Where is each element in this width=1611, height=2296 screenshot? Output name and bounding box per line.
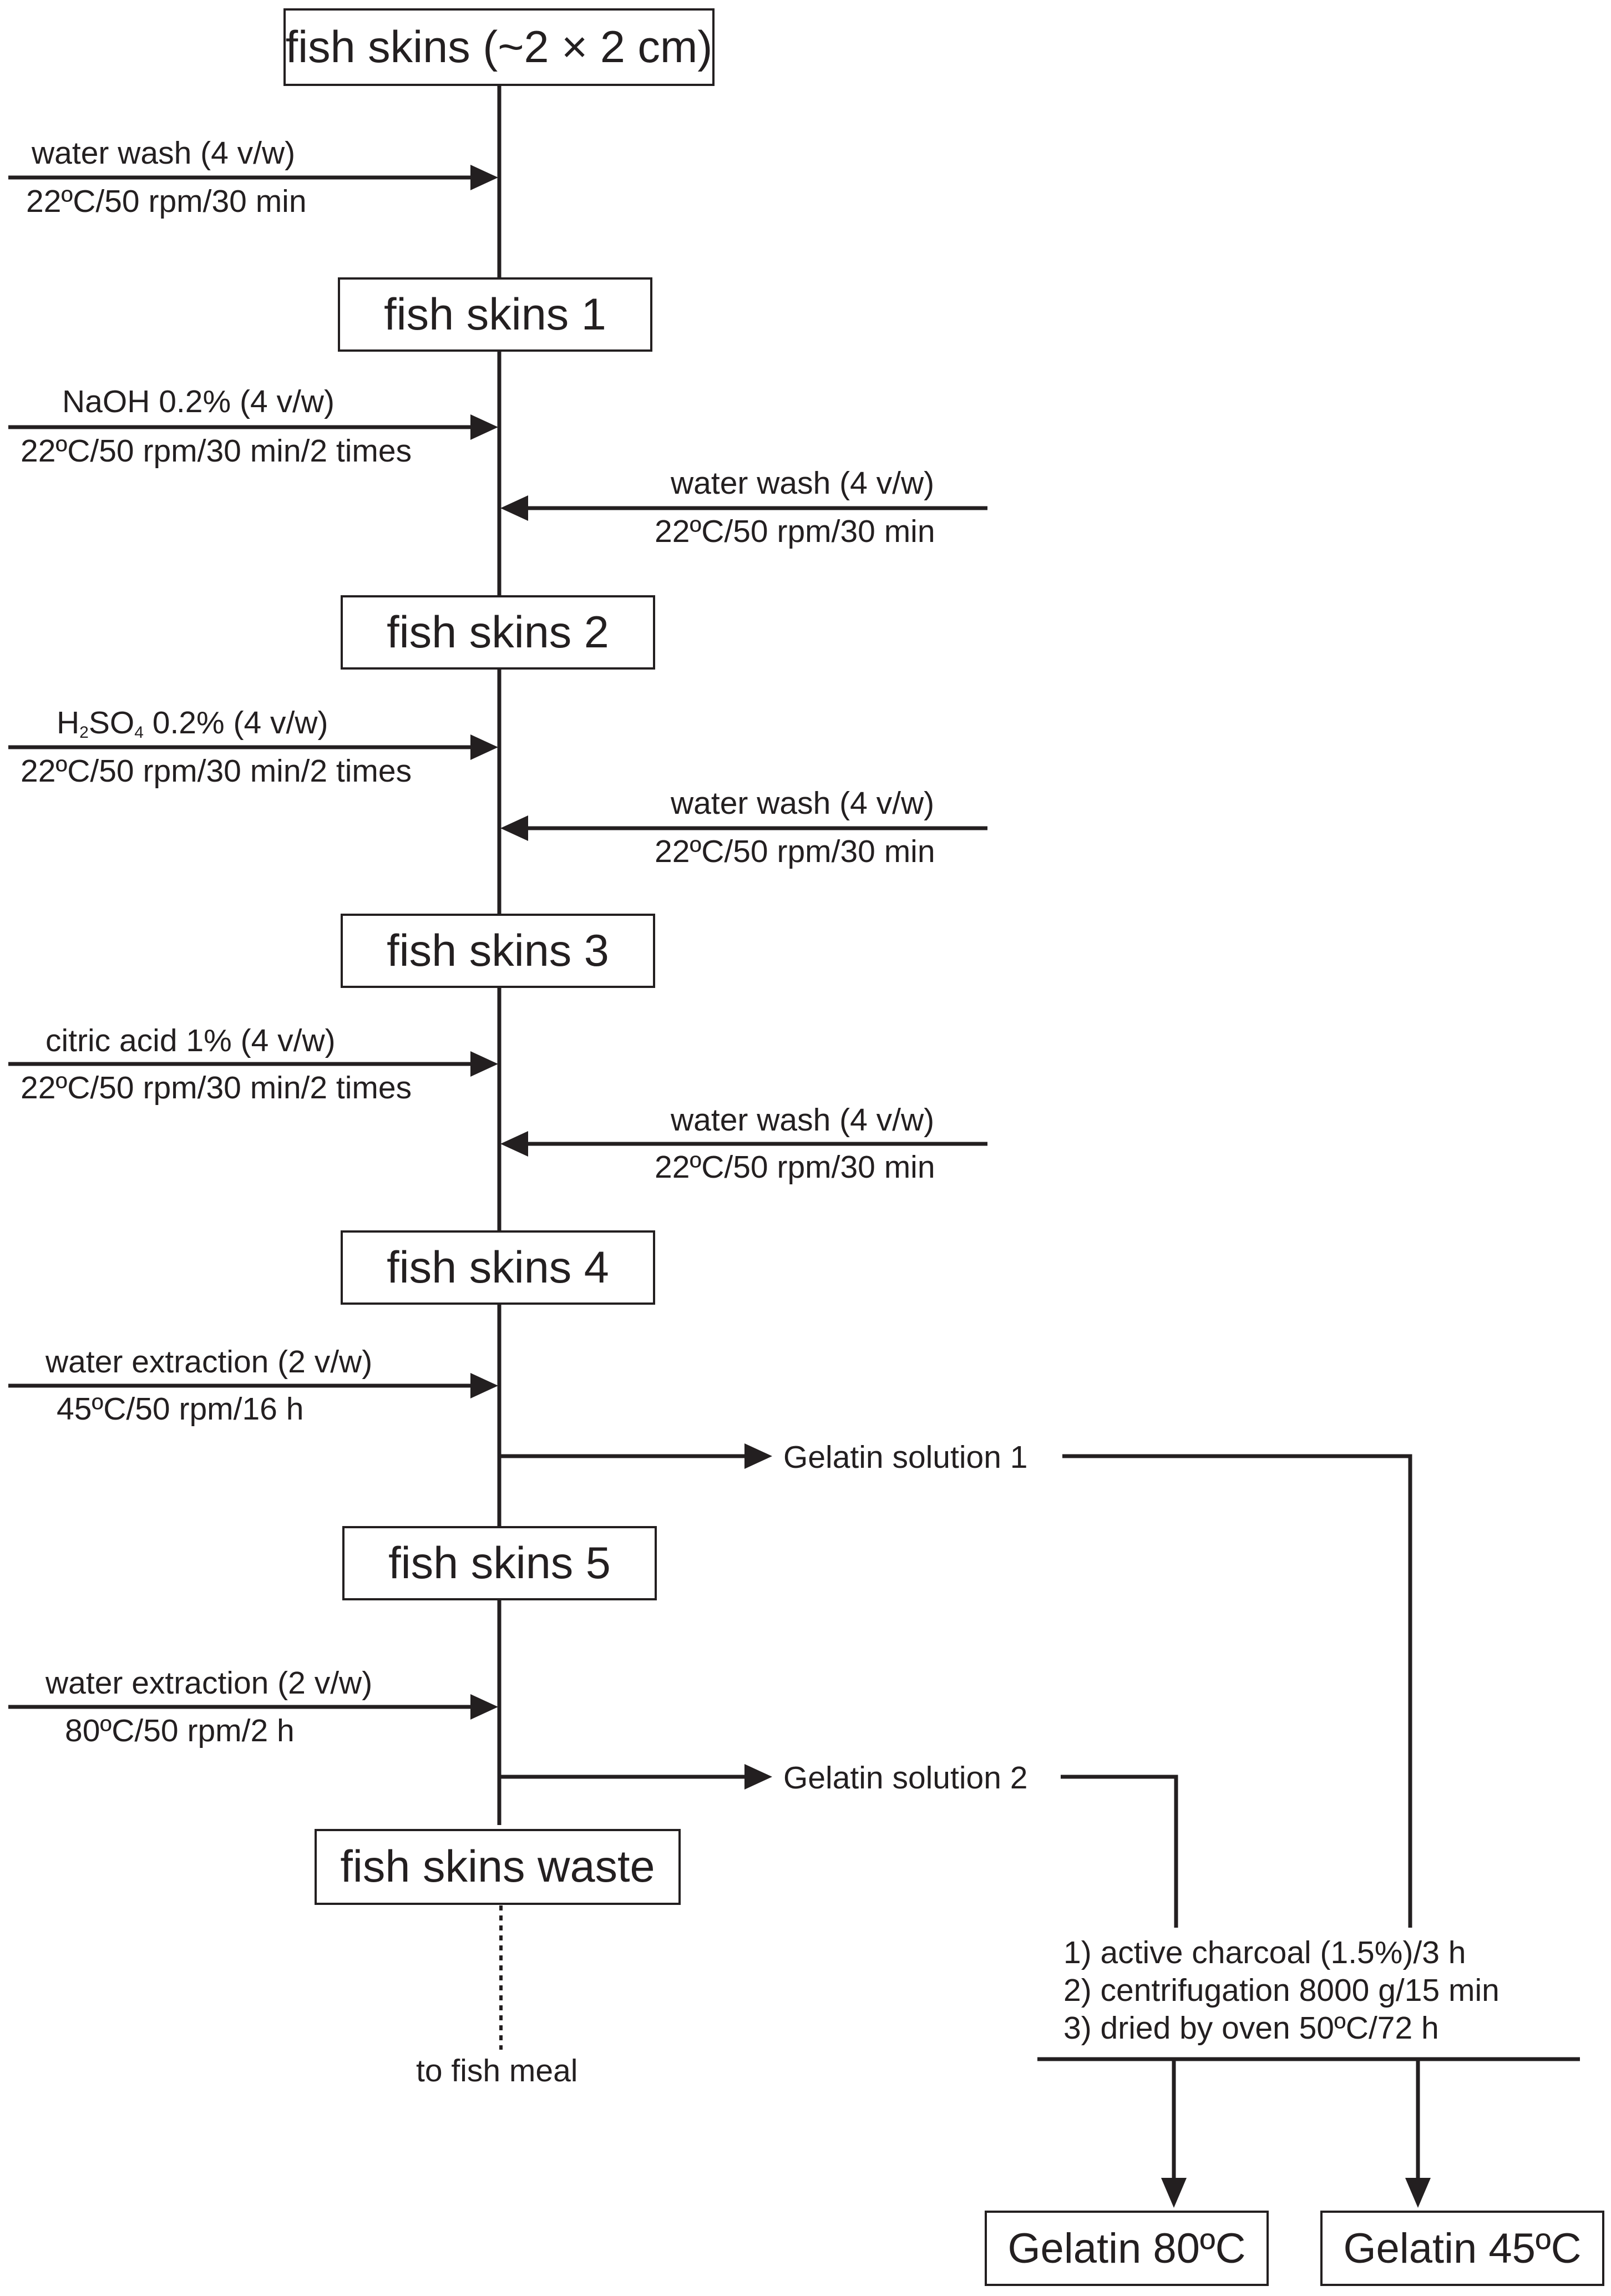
h2so4-sub-2: 2 — [79, 723, 89, 742]
label-wash1-reagent: water wash (4 v/w) — [671, 465, 935, 501]
label-wash3-conditions: 22ºC/50 rpm/30 min — [655, 1149, 935, 1185]
h2so4-suffix: 0.2% (4 v/w) — [143, 705, 328, 741]
arrow-wash3-head — [500, 1131, 528, 1157]
label-naoh-conditions: 22ºC/50 rpm/30 min/2 times — [21, 433, 412, 469]
label-extract80-conditions: 80ºC/50 rpm/2 h — [65, 1713, 295, 1748]
label-citric-conditions: 22ºC/50 rpm/30 min/2 times — [21, 1070, 412, 1106]
h2so4-sub-4: 4 — [134, 723, 144, 742]
h2so4-so: SO — [88, 705, 135, 741]
label-gelatin-solution-2: Gelatin solution 2 — [783, 1760, 1028, 1796]
arrow-sol1-head — [744, 1443, 772, 1469]
arrow-gel80-head — [1161, 2178, 1187, 2208]
label-h2so4-reagent: H2SO4 0.2% (4 v/w) — [57, 707, 328, 741]
box-gelatin-45: Gelatin 45ºC — [1320, 2211, 1604, 2286]
box-fish-skins-start: fish skins (~2 × 2 cm) — [283, 8, 715, 86]
label-wash3-reagent: water wash (4 v/w) — [671, 1102, 935, 1138]
label-gelatin-solution-1: Gelatin solution 1 — [783, 1440, 1028, 1475]
arrow-extract45-head — [470, 1373, 498, 1398]
box-fish-skins-1: fish skins 1 — [338, 277, 652, 352]
processing-steps: 1) active charcoal (1.5%)/3 h 2) centrif… — [1063, 1934, 1499, 2047]
box-fish-skins-5: fish skins 5 — [342, 1526, 657, 1600]
box-fish-skins-4: fish skins 4 — [341, 1230, 655, 1305]
box-fish-skins-2: fish skins 2 — [341, 595, 655, 670]
label-wash0-conditions: 22ºC/50 rpm/30 min — [26, 184, 307, 219]
arrow-naoh-head — [470, 414, 498, 440]
label-h2so4-conditions: 22ºC/50 rpm/30 min/2 times — [21, 753, 412, 789]
processing-step-2: 2) centrifugation 8000 g/15 min — [1063, 1973, 1499, 2008]
label-extract45-reagent: water extraction (2 v/w) — [45, 1344, 373, 1380]
arrow-extract80-head — [470, 1694, 498, 1720]
label-wash2-conditions: 22ºC/50 rpm/30 min — [655, 834, 935, 869]
label-to-fish-meal: to fish meal — [416, 2053, 578, 2089]
box-gelatin-80: Gelatin 80ºC — [985, 2211, 1269, 2286]
connector-sol1 — [1062, 1454, 1412, 1928]
arrow-sol2-head — [744, 1764, 772, 1790]
arrow-wash2-head — [500, 815, 528, 841]
arrow-citric-head — [470, 1051, 498, 1077]
arrow-wash1-head — [500, 495, 528, 521]
arrow-h2so4-head — [470, 734, 498, 760]
arrow-gel45-head — [1405, 2178, 1431, 2208]
arrow-wash0-head — [470, 165, 498, 190]
label-wash1-conditions: 22ºC/50 rpm/30 min — [655, 514, 935, 549]
box-fish-skins-waste: fish skins waste — [315, 1829, 681, 1905]
processing-step-1: 1) active charcoal (1.5%)/3 h — [1063, 1935, 1466, 1970]
connector-sol2 — [1061, 1775, 1178, 1928]
processing-step-3: 3) dried by oven 50ºC/72 h — [1063, 2010, 1439, 2046]
h2so4-h: H — [57, 705, 80, 741]
label-extract45-conditions: 45ºC/50 rpm/16 h — [57, 1391, 304, 1427]
label-naoh-reagent: NaOH 0.2% (4 v/w) — [62, 384, 335, 419]
box-fish-skins-3: fish skins 3 — [341, 914, 655, 988]
label-wash2-reagent: water wash (4 v/w) — [671, 785, 935, 821]
label-extract80-reagent: water extraction (2 v/w) — [45, 1665, 373, 1701]
label-wash0-reagent: water wash (4 v/w) — [32, 135, 296, 171]
label-citric-reagent: citric acid 1% (4 v/w) — [45, 1023, 336, 1058]
